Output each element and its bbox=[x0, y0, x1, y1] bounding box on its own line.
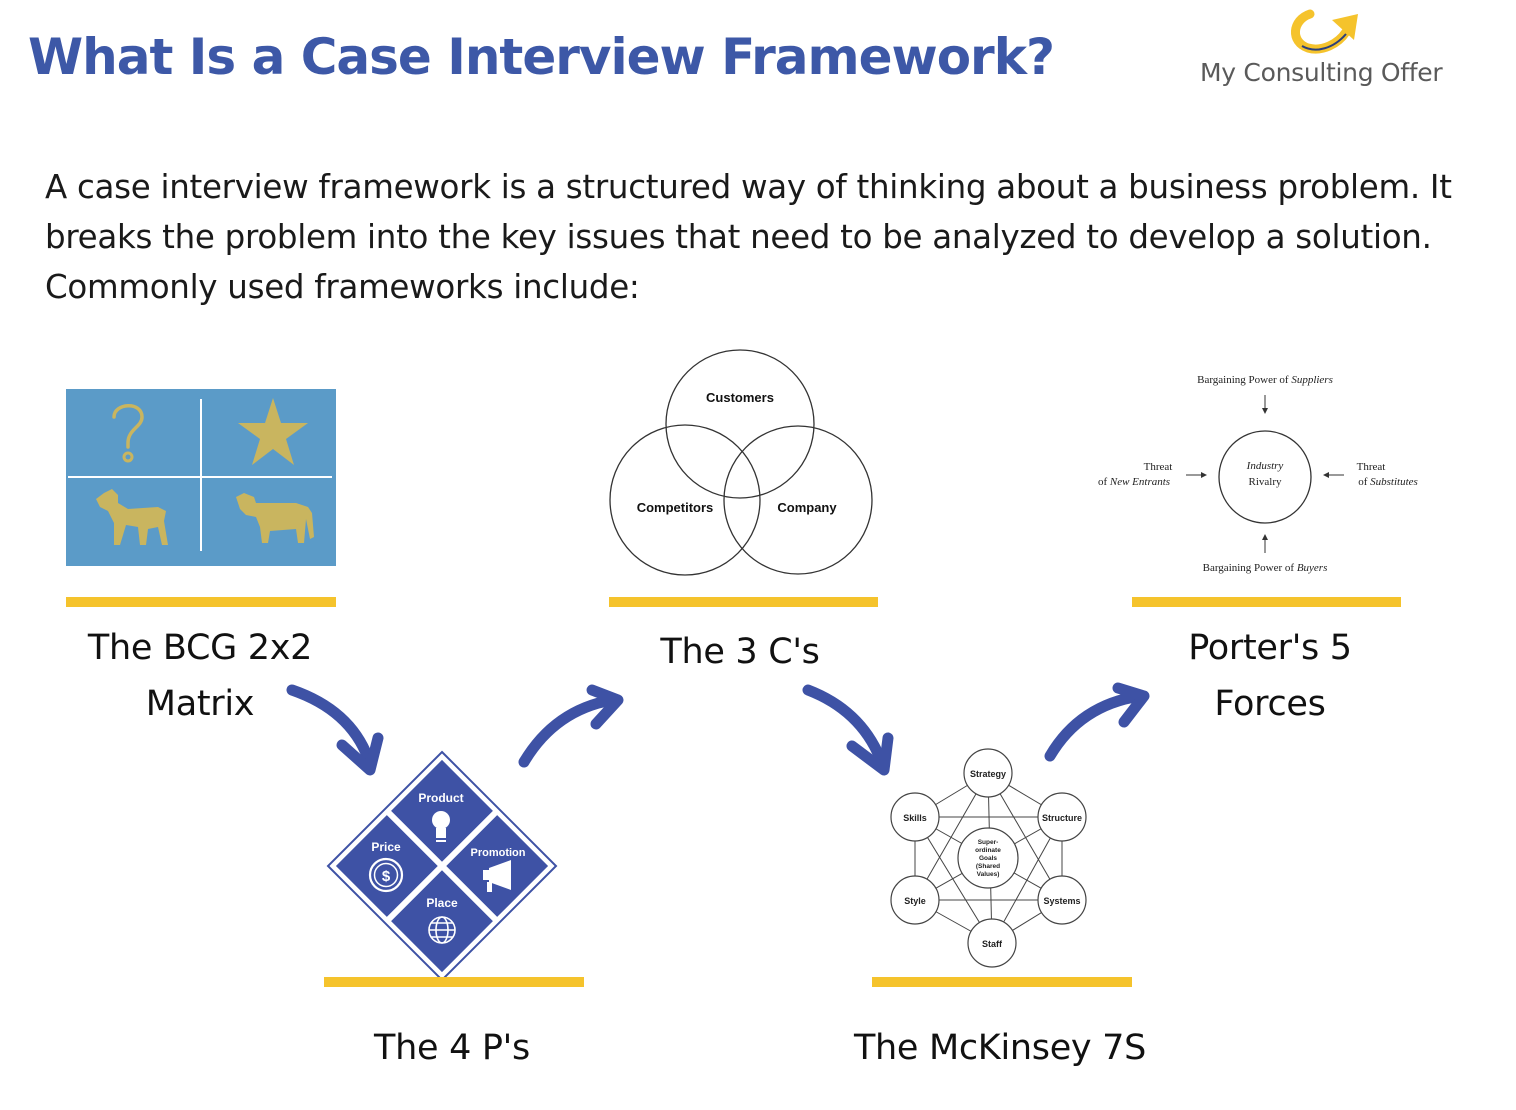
lightbulb-icon bbox=[432, 811, 450, 842]
dollar-symbol: $ bbox=[382, 868, 391, 885]
four-ps-product-label: Product bbox=[418, 791, 463, 805]
mckinsey-strategy: Strategy bbox=[970, 769, 1006, 779]
logo-arrow-icon bbox=[1291, 9, 1358, 54]
mckinsey-label: The McKinsey 7S bbox=[853, 1028, 1147, 1068]
four-ps-underline bbox=[324, 977, 584, 987]
cow-icon bbox=[236, 493, 314, 543]
star-icon bbox=[238, 398, 308, 465]
four-ps-label: The 4 P's bbox=[374, 1028, 530, 1068]
porter-label-line1: Porter's 5 bbox=[1188, 628, 1352, 668]
four-ps-promotion-label: Promotion bbox=[471, 847, 526, 859]
venn-circle-competitors bbox=[609, 424, 761, 576]
porter-rivalry-italic: Industry bbox=[1246, 460, 1284, 472]
porter-rivalry: Rivalry bbox=[1249, 476, 1282, 488]
venn-circle-company bbox=[723, 425, 873, 575]
porter-rivalry-circle bbox=[1218, 430, 1312, 524]
three-cs-underline bbox=[609, 597, 878, 607]
venn-label-company: Company bbox=[777, 500, 837, 515]
arrow-3cs-to-7s bbox=[802, 684, 886, 764]
dog-icon bbox=[96, 489, 168, 545]
mckinsey-center-line4: (Shared bbox=[976, 863, 1000, 870]
porter-diagram: Bargaining Power of Suppliers Industry R… bbox=[1098, 374, 1418, 574]
porter-new-entrants-line1: Threat bbox=[1144, 461, 1173, 473]
porter-label-line2: Forces bbox=[1214, 684, 1326, 724]
four-ps-price-tile bbox=[333, 812, 441, 920]
porter-new-entrants-line2: of New Entrants bbox=[1098, 476, 1170, 488]
brand-name: My Consulting Offer bbox=[1200, 58, 1443, 87]
four-ps-diamond: Product Price $ Promotion Place bbox=[326, 750, 558, 982]
bcg-underline bbox=[66, 597, 336, 607]
question-icon bbox=[112, 404, 144, 463]
four-ps-place-label: Place bbox=[426, 896, 458, 910]
porter-buyers: Bargaining Power of Buyers bbox=[1203, 562, 1328, 574]
mckinsey-underline bbox=[872, 977, 1132, 987]
mckinsey-7s-diagram: Strategy Structure Systems Staff Style S… bbox=[890, 748, 1087, 968]
globe-icon bbox=[428, 916, 456, 944]
mckinsey-center-line2: ordinate bbox=[975, 847, 1001, 854]
mckinsey-center-line5: Values) bbox=[977, 871, 1000, 878]
porter-substitutes-line1: Threat bbox=[1357, 461, 1386, 473]
venn-label-competitors: Competitors bbox=[637, 500, 714, 515]
intro-paragraph: A case interview framework is a structur… bbox=[45, 168, 1452, 306]
dollar-coin-icon: $ bbox=[368, 857, 404, 893]
mckinsey-systems: Systems bbox=[1043, 896, 1080, 906]
porter-substitutes-line2: of Substitutes bbox=[1358, 476, 1418, 488]
page-title: What Is a Case Interview Framework? bbox=[28, 28, 1055, 86]
venn-label-customers: Customers bbox=[706, 390, 774, 405]
bcg-label: The BCG 2x2 Matrix bbox=[50, 620, 350, 732]
four-ps-price-label: Price bbox=[371, 840, 401, 854]
mckinsey-staff: Staff bbox=[982, 939, 1003, 949]
mckinsey-center-line3: Goals bbox=[979, 855, 997, 862]
mckinsey-structure: Structure bbox=[1042, 813, 1082, 823]
arrow-4ps-to-3cs-head bbox=[586, 684, 624, 730]
megaphone-icon bbox=[483, 860, 511, 892]
mckinsey-center-line1: Super- bbox=[978, 839, 999, 846]
venn-circle-customers bbox=[665, 349, 815, 499]
porter-underline bbox=[1132, 597, 1401, 607]
bcg-label-line1: The BCG 2x2 bbox=[87, 628, 313, 668]
porter-label: Porter's 5 Forces bbox=[1120, 620, 1420, 732]
three-cs-label: The 3 C's bbox=[660, 632, 820, 672]
three-cs-venn: Customers Competitors Company bbox=[609, 349, 873, 576]
bcg-label-line2: Matrix bbox=[145, 684, 255, 724]
porter-suppliers: Bargaining Power of Suppliers bbox=[1197, 374, 1333, 386]
mckinsey-style: Style bbox=[904, 896, 926, 906]
brand-logo bbox=[1200, 8, 1460, 98]
mckinsey-skills: Skills bbox=[903, 813, 927, 823]
four-ps-product-tile bbox=[388, 757, 496, 865]
bcg-matrix bbox=[66, 389, 336, 566]
four-ps-place-tile bbox=[388, 867, 496, 975]
